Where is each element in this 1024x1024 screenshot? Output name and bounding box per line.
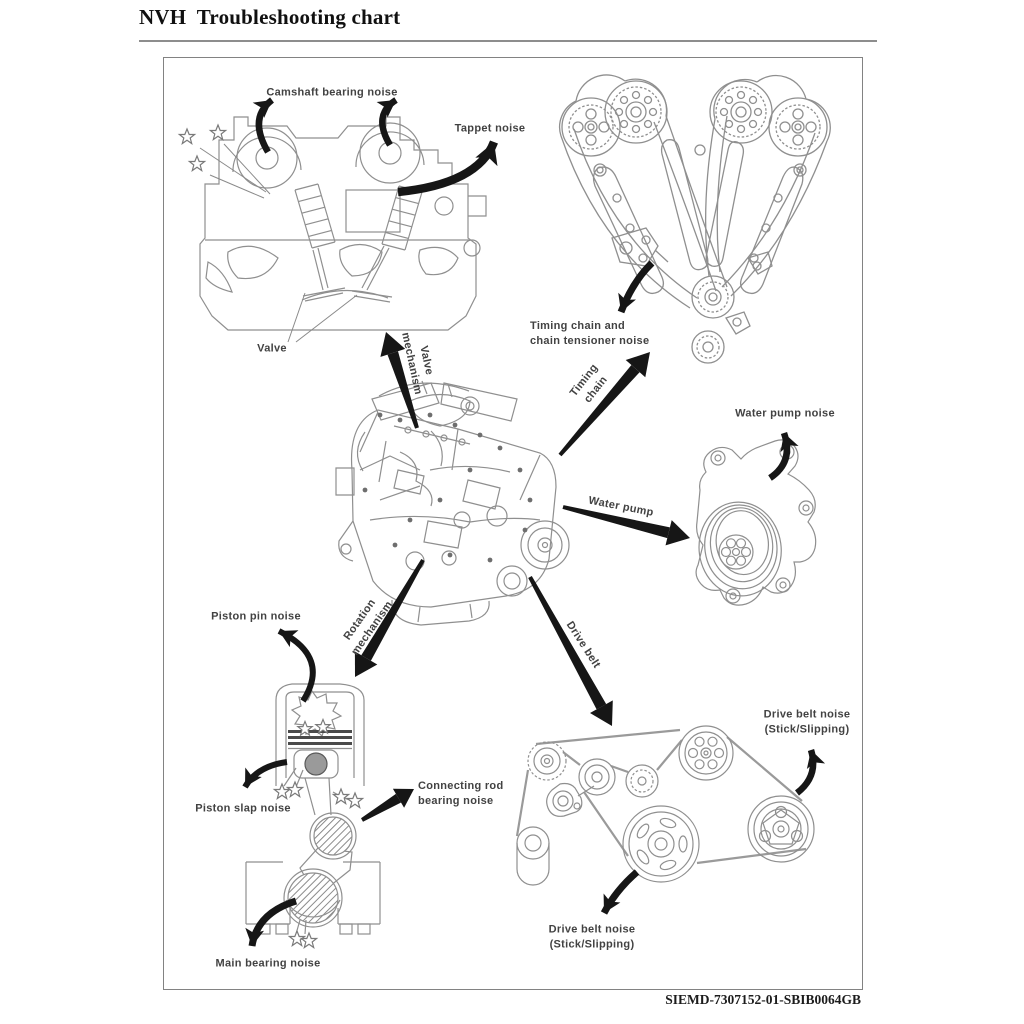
arrow-valve-mechanism [387,351,419,429]
arrow-piston-pin [277,628,316,703]
cylinder-head-diagram [199,116,487,331]
arrow-tappet [397,140,498,197]
annotation-arrows [236,92,826,948]
water-pump-diagram [695,439,817,606]
chart-frame [163,57,863,990]
leader-lines [199,143,358,343]
timing-chain-diagram [558,74,831,364]
noise-star-icon [273,783,291,800]
arrow-connecting-rod [361,793,402,822]
noise-star-icon [178,128,196,145]
drive-belt-diagram [515,725,815,886]
noise-star-icon [286,781,304,798]
label-timing-chain-tensioner-noise: Timing chain and chain tensioner noise [530,320,650,347]
label-piston-pin-noise: Piston pin noise [211,610,301,623]
label-camshaft-bearing-noise: Camshaft bearing noise [266,86,398,99]
label-piston-slap-noise: Piston slap noise [195,802,291,815]
label-drive-belt-noise-right: Drive belt noise (Stick/Slipping) [763,708,851,735]
arrow-water-pump [562,505,670,539]
noise-star-icon [300,932,318,949]
arrow-timing-chain [558,365,640,457]
noise-star-icon [209,124,227,141]
label-connecting-rod-bearing-noise: Connecting rod bearing noise [418,780,504,807]
title-rule [139,40,877,42]
page-title: NVH Troubleshooting chart [139,5,401,29]
noise-star-icon [297,720,313,736]
arrow-piston-slap [242,759,288,789]
label-water-pump-noise: Water pump noise [735,407,835,420]
noise-star-icon [188,155,206,172]
label-main-bearing-noise: Main bearing noise [215,957,321,970]
label-drive-belt-noise-bottom: Drive belt noise (Stick/Slipping) [548,923,636,950]
arrow-rotation-mechanism [361,559,425,661]
engine-assembly-diagram [335,380,570,626]
noise-star-icon [332,788,350,805]
label-valve: Valve [257,342,287,355]
figure-code: SIEMD-7307152-01-SBIB0064GB [665,992,861,1007]
piston-assembly-diagram [245,683,381,935]
noise-star-icon [346,792,364,809]
label-tappet-noise: Tappet noise [454,122,526,135]
arrow-drive-belt [528,576,607,710]
